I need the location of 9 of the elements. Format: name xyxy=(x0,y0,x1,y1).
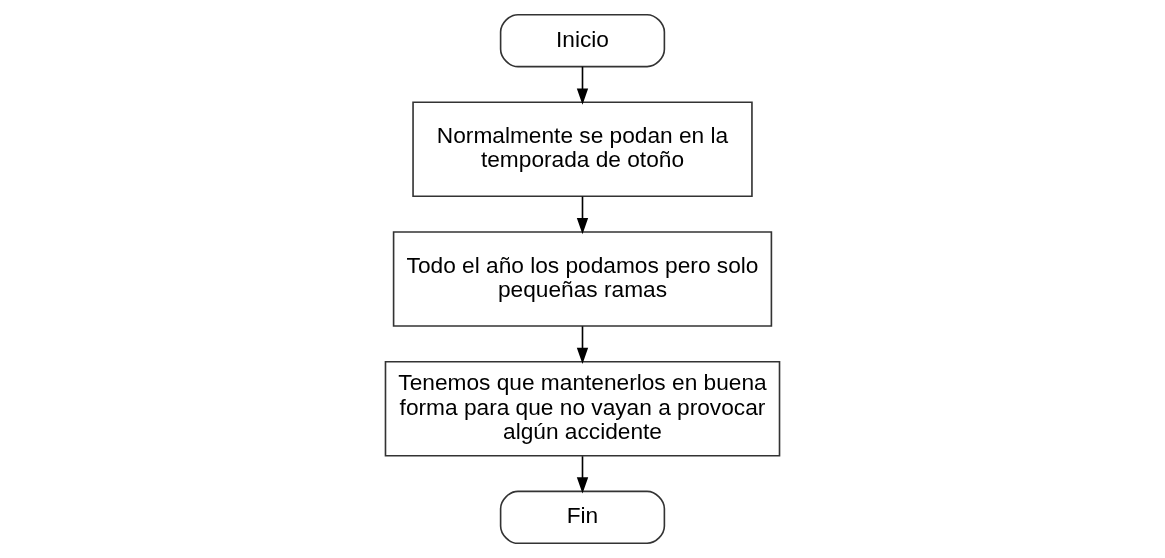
node-box: Inicio xyxy=(499,13,666,68)
node-box: Normalmente se podan en la temporada de otoño xyxy=(412,101,753,198)
node-box: Fin xyxy=(499,490,666,545)
node-box: Todo el año los podamos pero solo pequeñas ramas xyxy=(392,231,773,327)
arrow xyxy=(576,455,589,494)
arrow xyxy=(576,325,589,364)
node-box: Tenemos que mantenerlos en buena forma para que no vayan a provocar algún accidente xyxy=(384,360,781,457)
arrow xyxy=(576,65,589,105)
arrow xyxy=(576,195,589,235)
